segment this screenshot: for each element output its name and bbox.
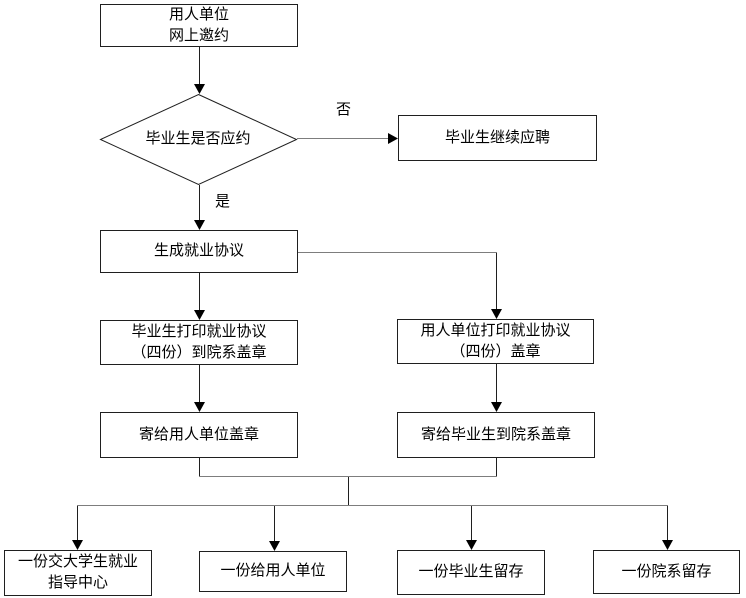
node-copy-department: 一份院系留存 (593, 550, 740, 594)
node-employer-print: 用人单位打印就业协议 （四份）盖章 (397, 319, 594, 364)
flow-lines-vertical (77, 46, 668, 545)
arrowhead-icon (194, 402, 205, 412)
arrowhead-icon (194, 220, 205, 230)
arrowheads (72, 84, 673, 551)
node-copy-graduate: 一份毕业生留存 (397, 550, 545, 595)
node-send-to-graduate: 寄给毕业生到院系盖章 (397, 412, 595, 458)
edge-label-no: 否 (336, 102, 352, 118)
arrowhead-icon (491, 309, 502, 319)
arrowhead-icon (491, 402, 502, 412)
node-copy-guidance-center: 一份交大学生就业 指导中心 (4, 550, 152, 596)
arrowhead-icon (72, 540, 83, 550)
node-send-to-employer: 寄给用人单位盖章 (100, 412, 298, 458)
arrowhead-icon (269, 541, 280, 551)
node-generate-agreement: 生成就业协议 (100, 230, 298, 273)
arrowhead-icon (194, 310, 205, 320)
node-graduate-print: 毕业生打印就业协议 （四份）到院系盖章 (100, 320, 298, 365)
arrowhead-icon (194, 84, 205, 94)
arrowhead-icon (466, 540, 477, 550)
flow-lines-horizontal (77, 138, 668, 506)
arrowhead-icon (662, 540, 673, 550)
edge-label-yes: 是 (215, 194, 231, 210)
node-continue-apply: 毕业生继续应聘 (398, 115, 597, 161)
node-copy-employer: 一份给用人单位 (199, 551, 347, 592)
node-decision: 毕业生是否应约 (145, 131, 251, 147)
decision-diamond-shape (99, 93, 298, 186)
arrowhead-icon (388, 133, 398, 144)
node-start: 用人单位 网上邀约 (100, 4, 298, 47)
